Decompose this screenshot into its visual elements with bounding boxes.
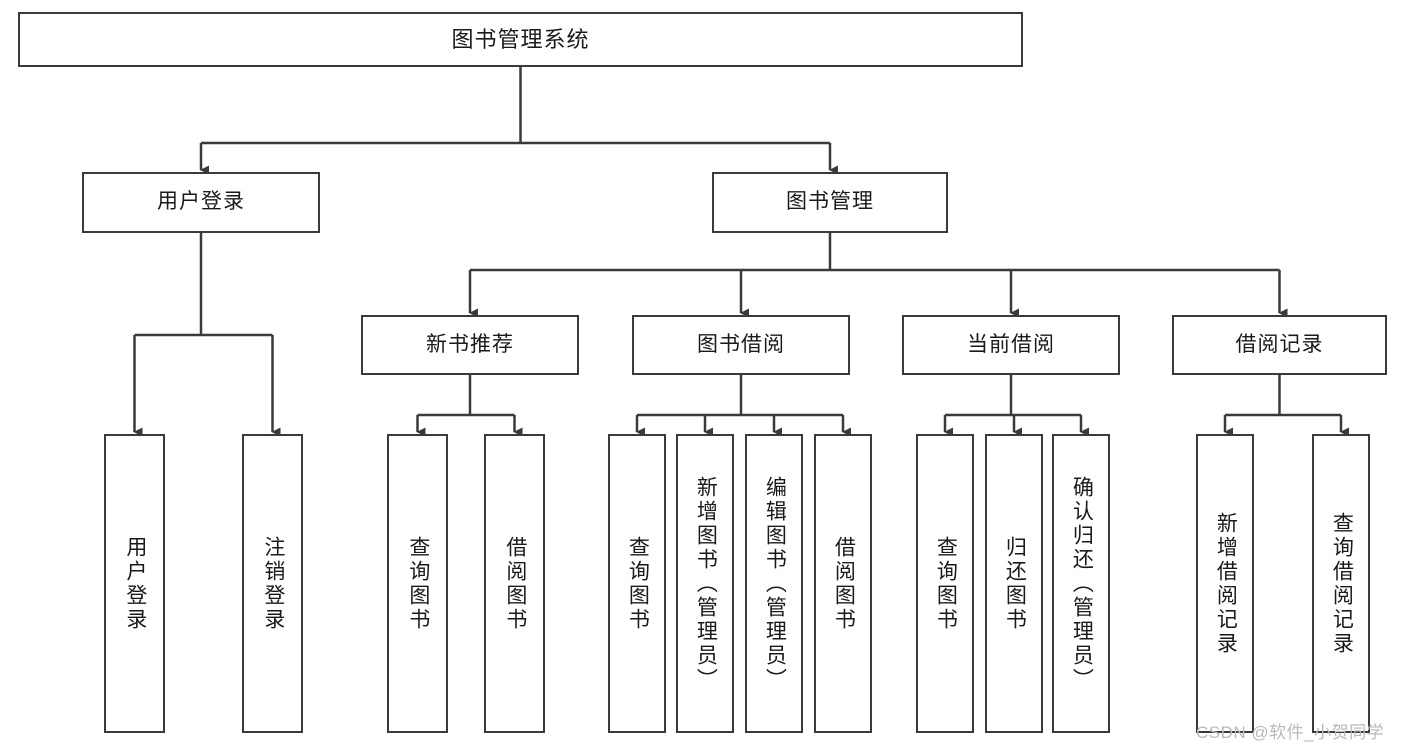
watermark-label: CSDN @软件_小贺同学: [1196, 723, 1385, 742]
node-leaf_edit_book[interactable]: 编辑图书（管理员）: [745, 434, 803, 733]
node-leaf_user_logout[interactable]: 注销登录: [242, 434, 303, 733]
node-user_login[interactable]: 用户登录: [82, 172, 320, 233]
node-book_manage[interactable]: 图书管理: [712, 172, 948, 233]
node-label: 借阅图书: [832, 535, 856, 632]
node-label: 归还图书: [1003, 535, 1027, 632]
node-current_borrow[interactable]: 当前借阅: [902, 315, 1120, 375]
node-label: 确认归还（管理员）: [1070, 475, 1094, 692]
node-leaf_query_book_2[interactable]: 查询图书: [608, 434, 666, 733]
node-label: 借阅图书: [503, 535, 527, 632]
node-label: 查询图书: [934, 535, 958, 632]
node-label: 借阅记录: [1235, 332, 1324, 356]
node-new_book_rec[interactable]: 新书推荐: [361, 315, 579, 375]
node-label: 当前借阅: [967, 332, 1055, 356]
node-book_borrow[interactable]: 图书借阅: [632, 315, 850, 375]
node-label: 图书管理系统: [451, 26, 590, 52]
node-label: 查询借阅记录: [1330, 511, 1354, 656]
node-leaf_user_login[interactable]: 用户登录: [104, 434, 165, 733]
node-label: 新增图书（管理员）: [694, 475, 718, 692]
node-label: 编辑图书（管理员）: [763, 475, 787, 692]
node-label: 用户登录: [123, 535, 147, 632]
node-label: 新书推荐: [426, 332, 514, 356]
node-borrow_record[interactable]: 借阅记录: [1172, 315, 1387, 375]
node-leaf_return_book[interactable]: 归还图书: [985, 434, 1043, 733]
node-leaf_query_record[interactable]: 查询借阅记录: [1312, 434, 1370, 733]
node-leaf_query_book_1[interactable]: 查询图书: [387, 434, 448, 733]
node-label: 查询图书: [406, 535, 430, 632]
node-leaf_borrow_book_1[interactable]: 借阅图书: [484, 434, 545, 733]
node-label: 注销登录: [261, 535, 285, 632]
node-label: 图书管理: [786, 190, 874, 214]
node-label: 图书借阅: [697, 332, 785, 356]
connector-lines: [133, 67, 1349, 437]
node-leaf_query_book_3[interactable]: 查询图书: [916, 434, 974, 733]
node-label: 用户登录: [157, 190, 245, 214]
node-leaf_add_book[interactable]: 新增图书（管理员）: [676, 434, 734, 733]
node-label: 查询图书: [626, 535, 650, 632]
node-label: 新增借阅记录: [1214, 511, 1238, 656]
node-leaf_add_record[interactable]: 新增借阅记录: [1196, 434, 1254, 733]
node-leaf_confirm_return[interactable]: 确认归还（管理员）: [1052, 434, 1110, 733]
node-root[interactable]: 图书管理系统: [18, 12, 1023, 67]
node-leaf_borrow_book_2[interactable]: 借阅图书: [814, 434, 872, 733]
